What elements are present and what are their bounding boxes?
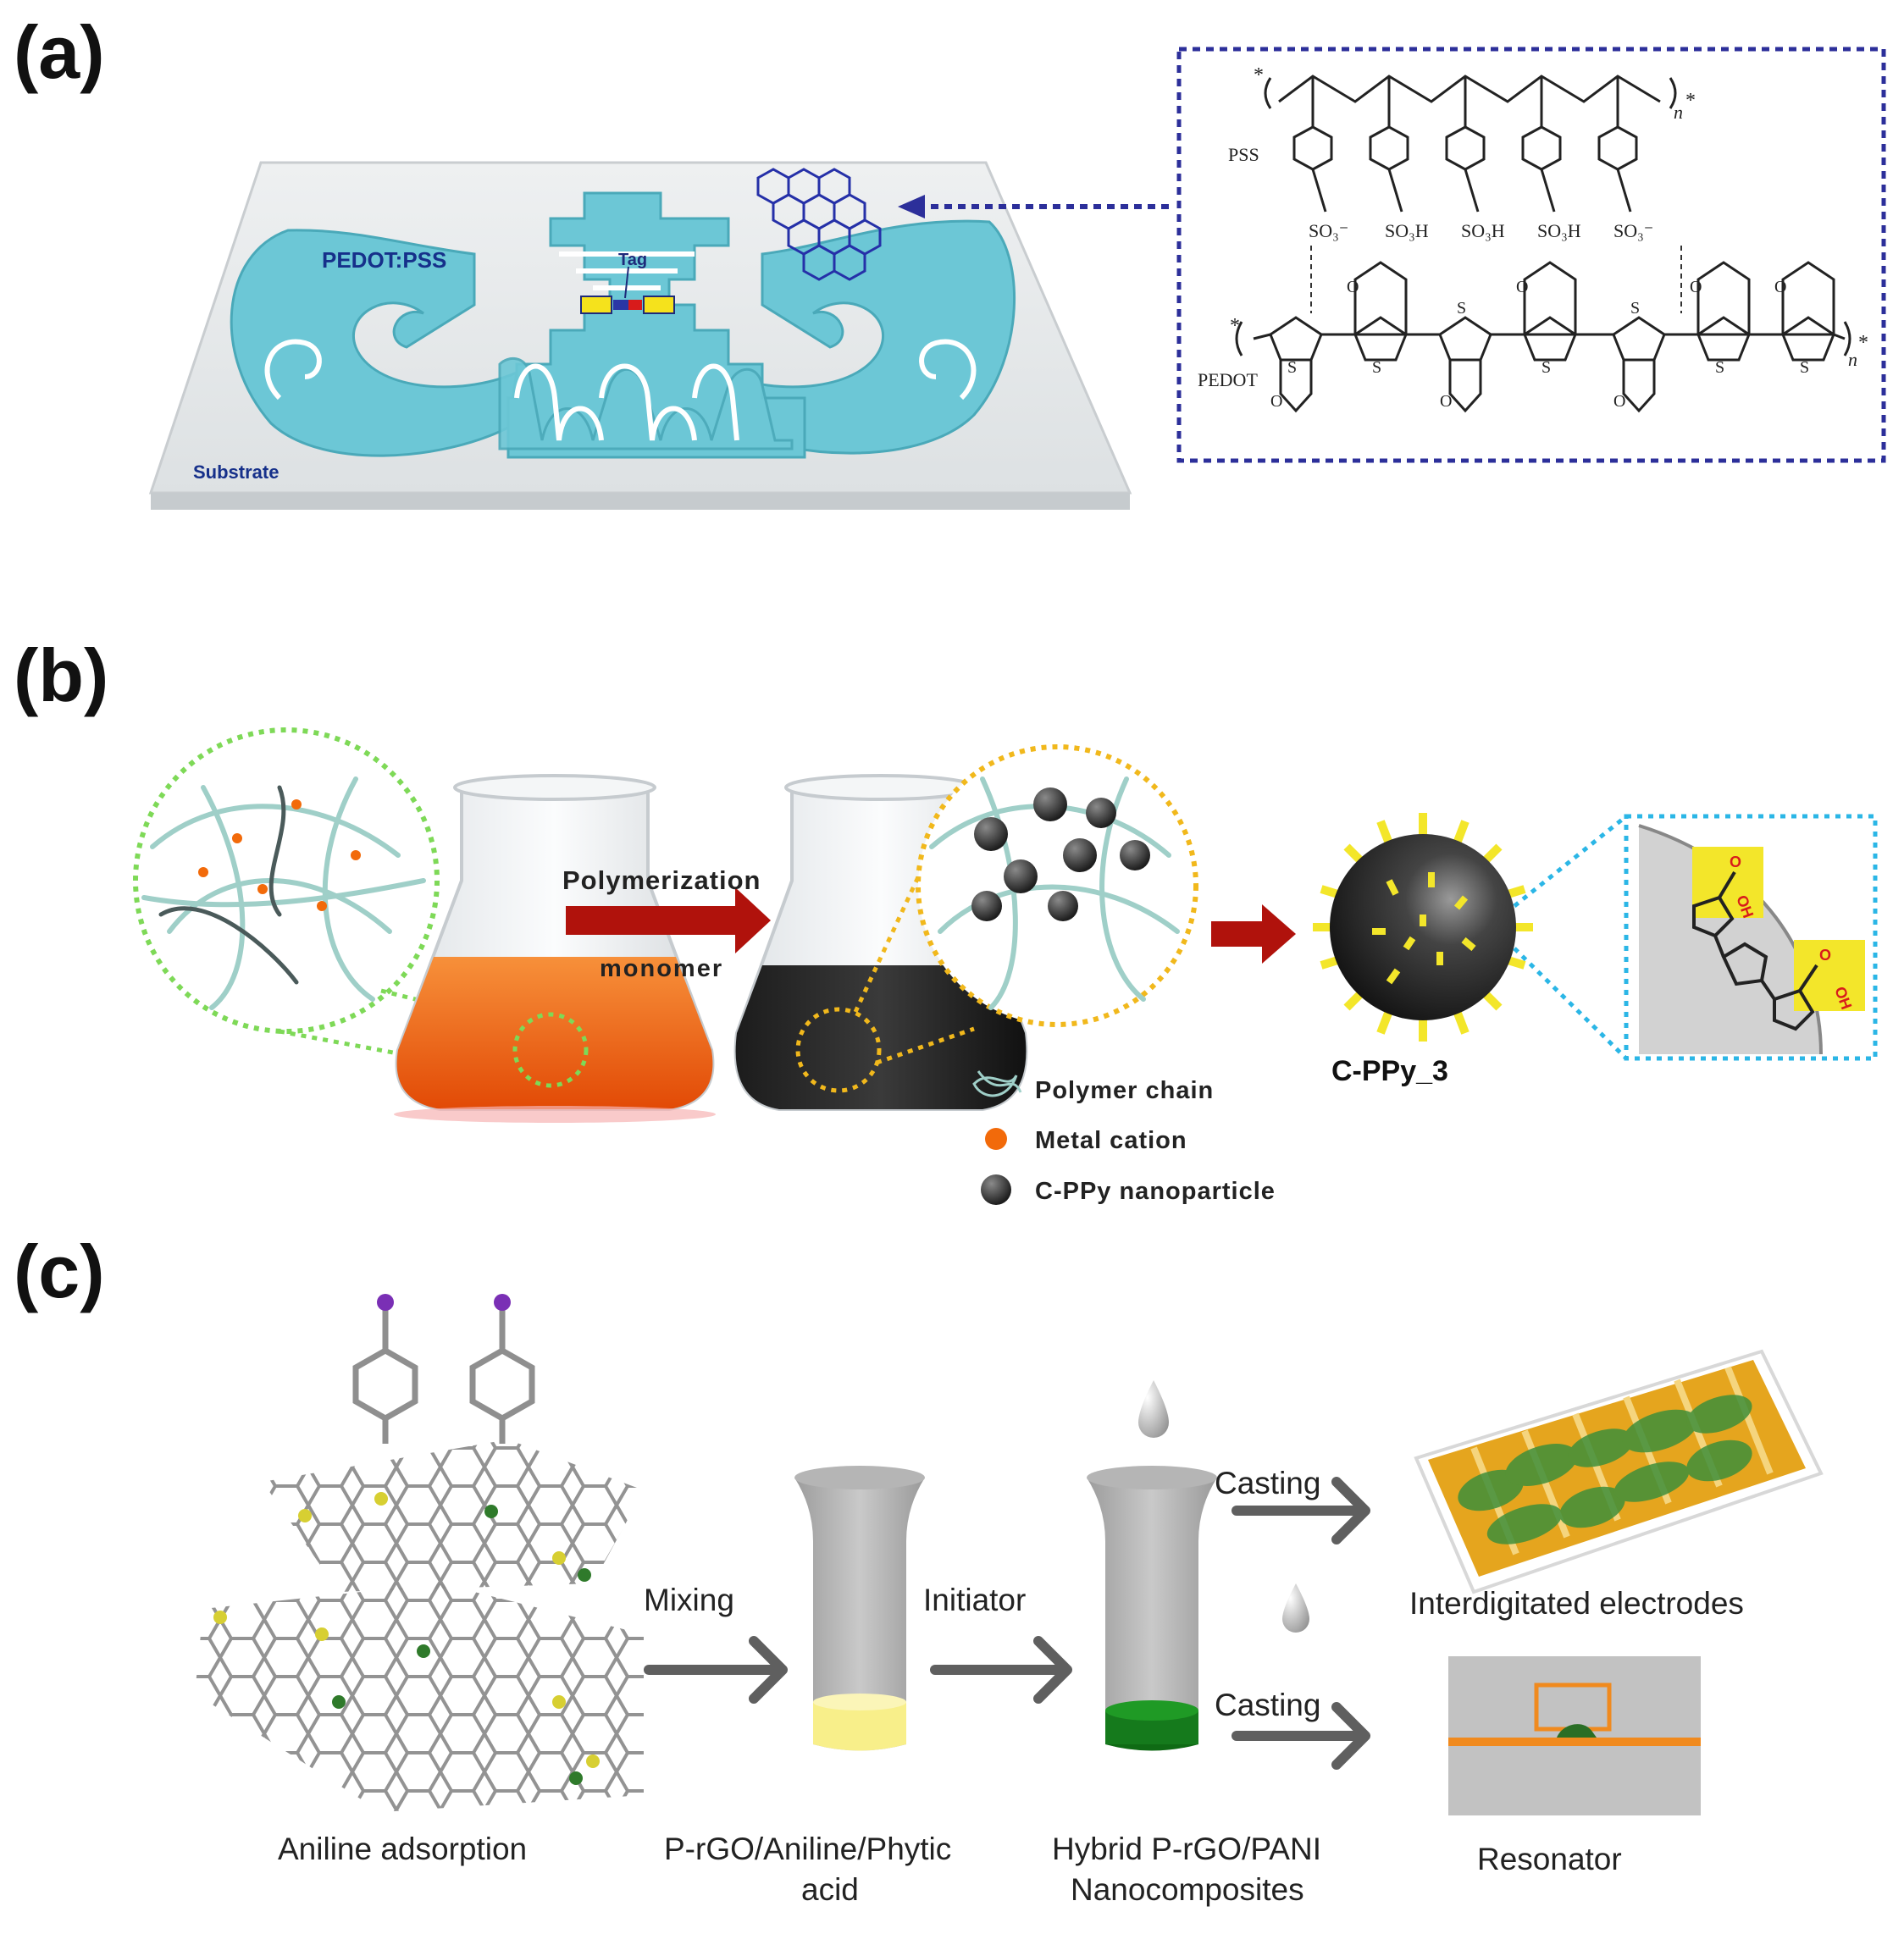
monomer-label: monomer	[600, 955, 723, 982]
s-atom-3: S	[1457, 299, 1466, 318]
aniline-molecules	[352, 1308, 535, 1444]
panel-b-legend: Polymer chain Metal cation C-PPy nanopar…	[972, 1070, 1276, 1205]
polymerization-label: Polymerization	[562, 865, 761, 895]
pss-backbone	[1264, 75, 1677, 127]
cooh-zoom-box: O OH O OH	[1513, 814, 1878, 1061]
resonator	[1448, 1656, 1701, 1815]
casting-arrow-top	[1232, 1477, 1370, 1544]
graphene-sheet-bottom	[195, 1583, 644, 1812]
pedot-label: PEDOT	[1198, 369, 1258, 390]
pedot-pss-pattern	[230, 191, 1016, 459]
casting-arrow-bottom	[1232, 1702, 1370, 1770]
tag-chip	[580, 266, 675, 314]
repeat-n-pedot: n	[1848, 349, 1857, 370]
dopant-atoms	[213, 1492, 600, 1785]
s-atom-1: S	[1287, 358, 1297, 377]
s-atom-5: S	[1630, 299, 1640, 318]
cooh-o-2: O	[1819, 947, 1831, 964]
legend-c-ppy-icon	[981, 1174, 1011, 1205]
pedot-chain	[1235, 261, 1851, 413]
polymerization-arrow	[566, 887, 771, 953]
s-atom-4: S	[1541, 358, 1551, 377]
initiator-arrow	[930, 1636, 1072, 1704]
star-pss-right: *	[1685, 90, 1696, 112]
o-atom-3: O	[1690, 278, 1702, 296]
pedot-pss-label: PEDOT:PSS	[322, 247, 446, 273]
o-atom-6: O	[1440, 392, 1452, 411]
panel-a-label: (a)	[14, 10, 105, 94]
cooh-o-1: O	[1730, 854, 1741, 870]
interdigitated-electrodes-label: Interdigitated electrodes	[1409, 1586, 1744, 1621]
pss-so3h-2: SO₃H	[1461, 220, 1505, 241]
pss-so3h-1: SO₃H	[1385, 220, 1429, 241]
vial1-label-line2: acid	[801, 1872, 859, 1907]
mixing-label: Mixing	[644, 1583, 734, 1617]
legend-c-ppy-nanoparticle: C-PPy nanoparticle	[1035, 1178, 1276, 1205]
o-atom-1: O	[1347, 278, 1359, 296]
interdigitated-electrodes	[1414, 1349, 1824, 1594]
resonator-label: Resonator	[1477, 1842, 1622, 1876]
pss-so3h-3: SO₃H	[1537, 220, 1581, 241]
legend-metal-cation: Metal cation	[1035, 1127, 1187, 1154]
vial-yellow	[794, 1466, 925, 1751]
tag-label: Tag	[618, 251, 647, 269]
repeat-n-pss: n	[1674, 102, 1683, 123]
casting-bottom-label: Casting	[1215, 1688, 1320, 1722]
arrow-to-particle	[1211, 904, 1296, 964]
aniline-adsorption-label: Aniline adsorption	[278, 1832, 527, 1866]
pss-so3-minus-2: SO₃⁻	[1613, 220, 1653, 241]
legend-metal-cation-icon	[985, 1128, 1007, 1150]
ionic-interaction-dashes	[1310, 246, 1682, 313]
pss-so3-minus-1: SO₃⁻	[1309, 220, 1348, 241]
zoom-circle-right	[916, 744, 1198, 1027]
substrate-label: Substrate	[193, 461, 279, 483]
s-atom-6: S	[1715, 358, 1724, 377]
legend-polymer-chain: Polymer chain	[1035, 1077, 1214, 1104]
aniline-n-atom-2	[494, 1294, 511, 1311]
mixing-arrow	[644, 1636, 788, 1704]
aniline-n-atom-1	[377, 1294, 394, 1311]
flask-orange	[394, 774, 716, 1123]
pss-label: PSS	[1228, 144, 1259, 165]
s-atom-2: S	[1372, 358, 1381, 377]
panel-b-label: (b)	[14, 633, 108, 717]
star-pss-left: *	[1254, 64, 1264, 86]
o-atom-2: O	[1516, 278, 1528, 296]
graphene-sheet-top	[263, 1439, 644, 1592]
vial-green	[1087, 1466, 1217, 1751]
zoom-circle-left	[133, 727, 440, 1034]
panel-c-label: (c)	[14, 1229, 105, 1313]
chemical-structure-box	[1176, 47, 1886, 463]
legend-polymer-chain-icon	[972, 1070, 1022, 1097]
graphene-hex-cluster	[756, 168, 882, 281]
c-ppy-particle	[1313, 813, 1533, 1042]
initiator-label: Initiator	[923, 1583, 1026, 1617]
o-atom-5: O	[1270, 392, 1282, 411]
pss-benzene-rings	[1292, 125, 1638, 213]
droplet-middle	[1282, 1583, 1309, 1633]
vial2-label-line1: Hybrid P-rGO/PANI	[1052, 1832, 1321, 1866]
vial1-label-line1: P-rGO/Aniline/Phytic	[664, 1832, 951, 1866]
pedot-meander-lines	[264, 251, 977, 441]
vial2-label-line2: Nanocomposites	[1071, 1872, 1304, 1907]
o-atom-4: O	[1774, 278, 1786, 296]
droplet-top	[1138, 1380, 1169, 1438]
casting-top-label: Casting	[1215, 1466, 1320, 1500]
s-atom-7: S	[1800, 358, 1809, 377]
pedot-atom-labels: S S S S S S S O O O O O O O	[1270, 278, 1809, 411]
star-pedot-left: *	[1230, 315, 1240, 337]
c-ppy-3-label: C-PPy_3	[1331, 1055, 1448, 1087]
star-pedot-right: *	[1858, 332, 1868, 354]
o-atom-7: O	[1613, 392, 1625, 411]
pointer-arrow-a	[898, 195, 1169, 218]
